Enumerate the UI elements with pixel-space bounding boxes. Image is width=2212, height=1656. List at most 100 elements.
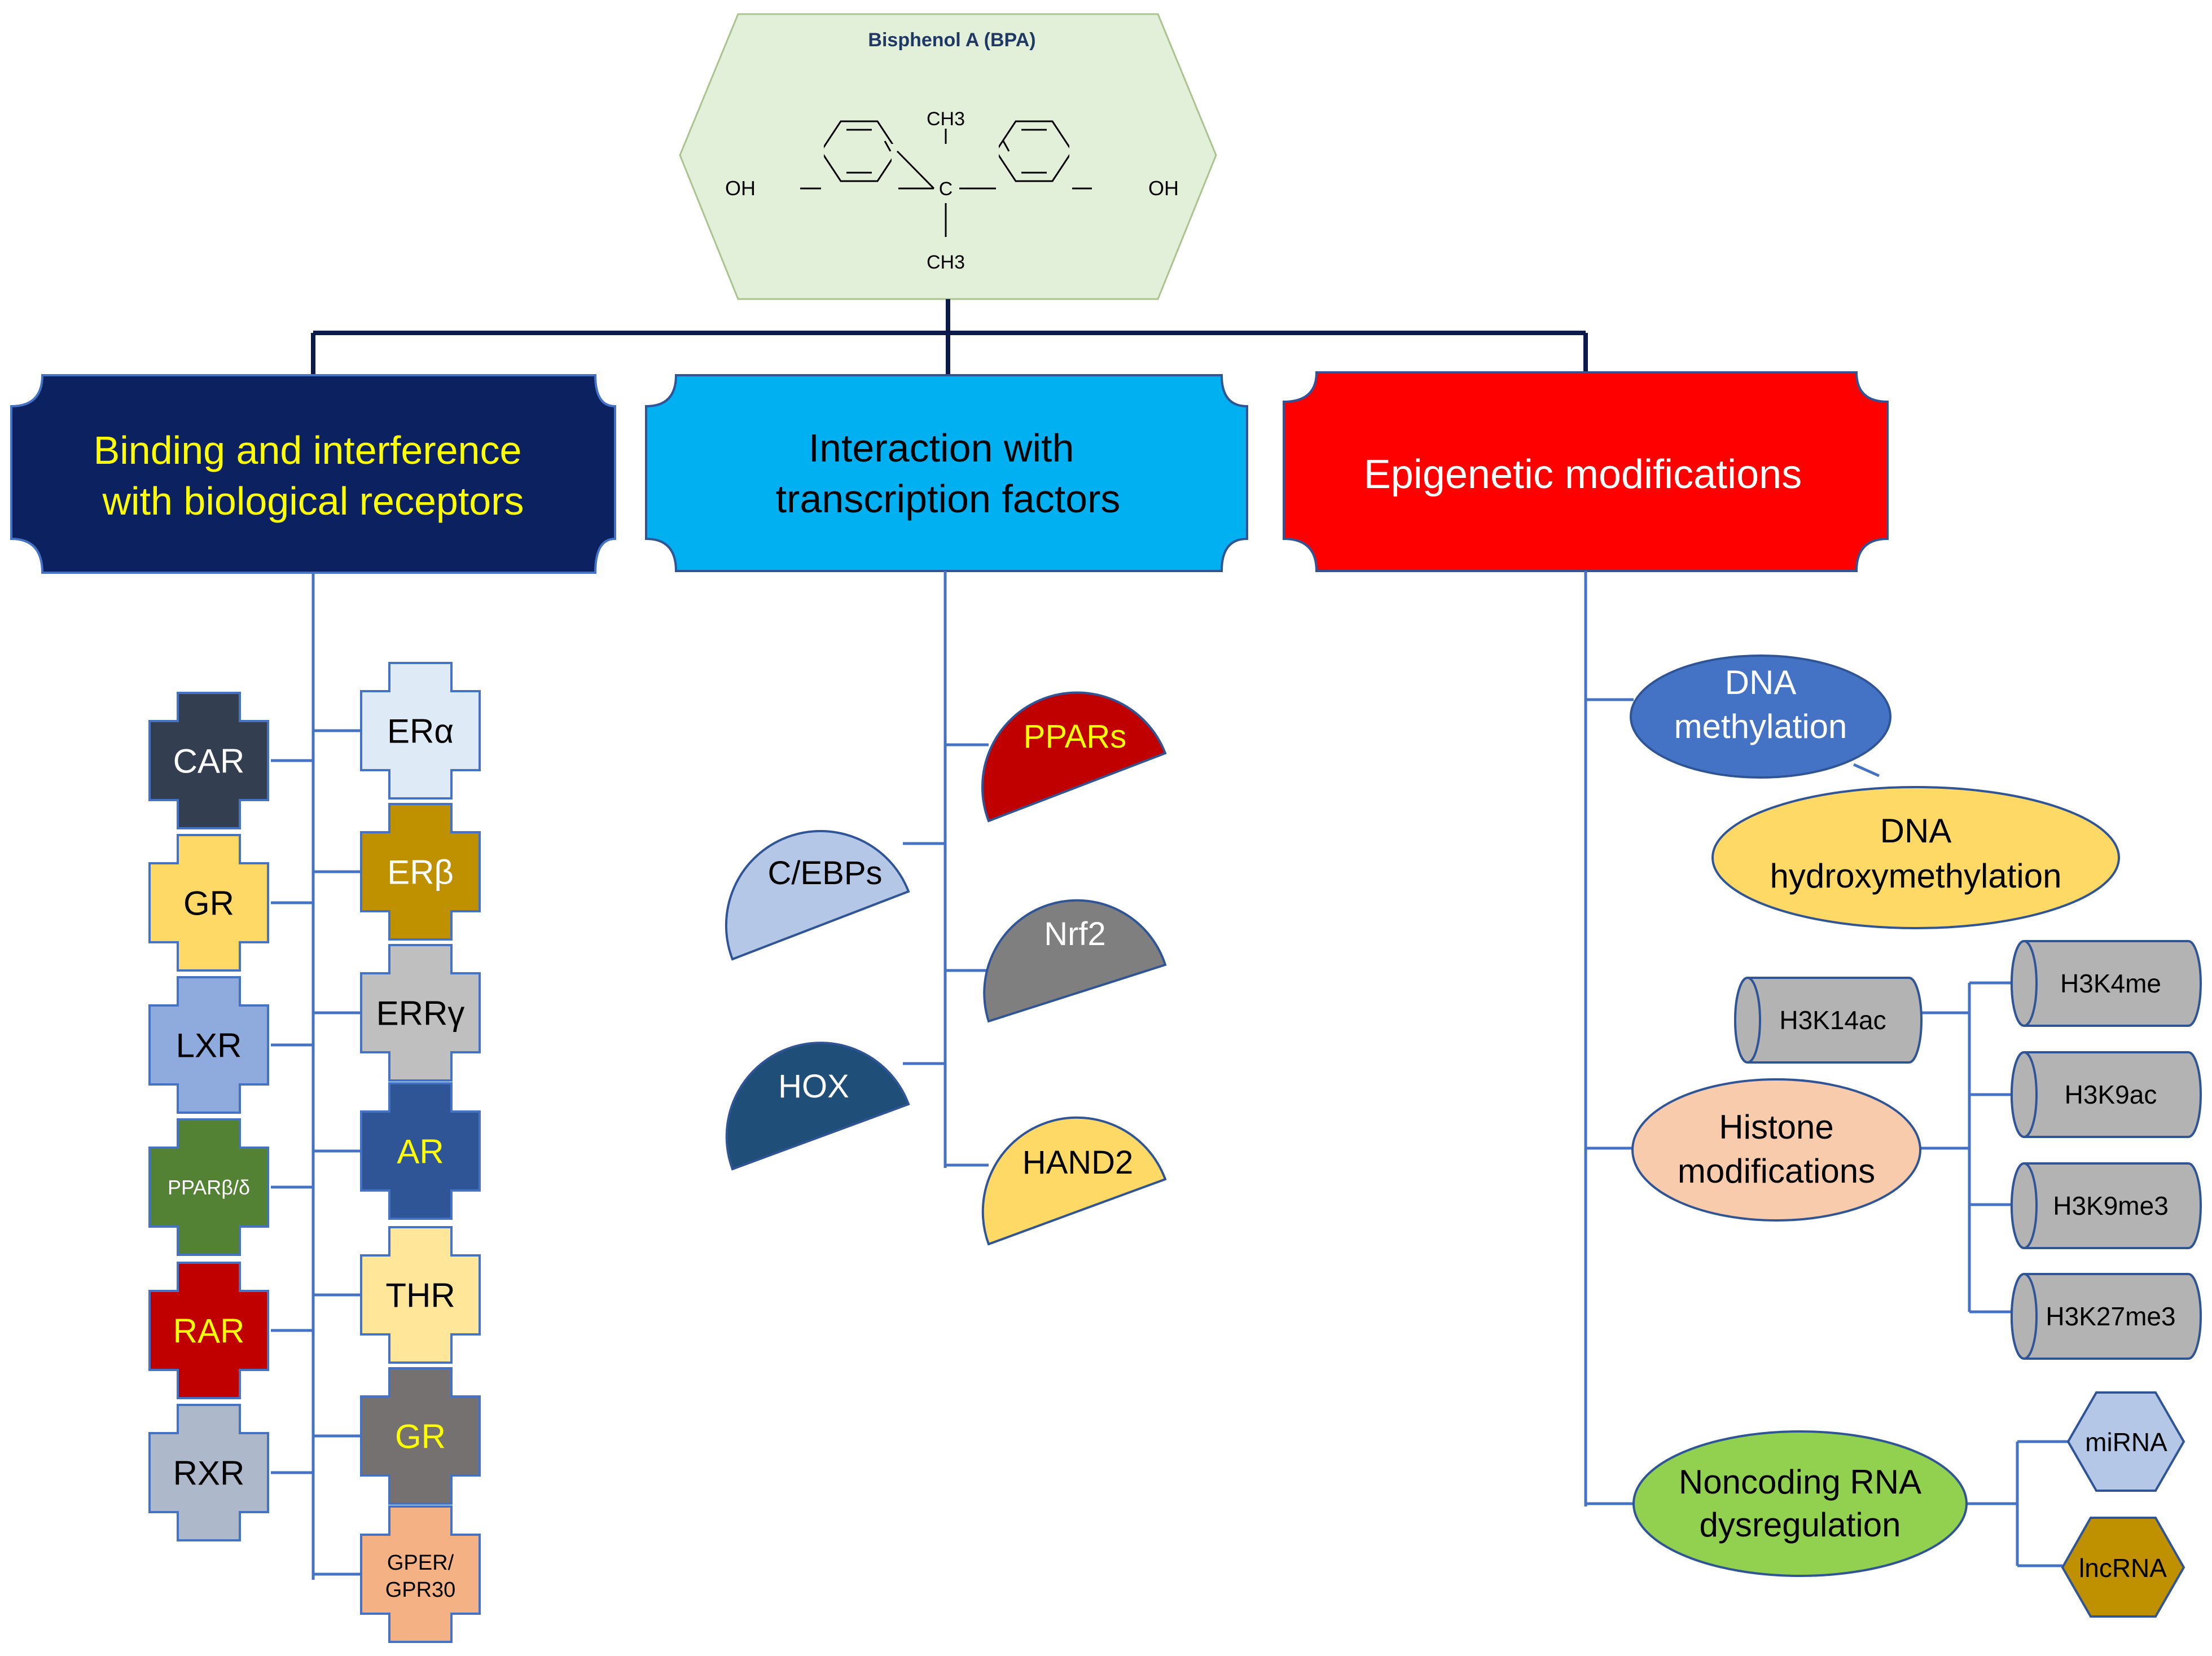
noncoding-line2: dysregulation xyxy=(1700,1506,1901,1544)
transcription-title-line2: transcription factors xyxy=(776,477,1121,521)
receptor-label: CAR xyxy=(173,743,245,780)
receptor-right-gr-5: GR xyxy=(360,1367,481,1505)
receptor-crosses: CARGRLXRPPARβ/δRARRXRERαERβERRγARTHRGRGP… xyxy=(148,662,481,1643)
transcription-box xyxy=(645,374,1248,572)
tf-hand2: HAND2 xyxy=(981,1117,1167,1246)
cylinder-cap xyxy=(2011,940,2038,1027)
lncrna-label: lncRNA xyxy=(2079,1553,2167,1583)
tf-shape xyxy=(725,830,910,961)
histone-line1: Histone xyxy=(1719,1108,1833,1146)
tf-hox: HOX xyxy=(725,1042,910,1171)
receptor-label: LXR xyxy=(176,1027,242,1065)
tf-label: C/EBPs xyxy=(767,855,882,891)
receptor-label: PPARβ/δ xyxy=(168,1176,250,1199)
top-connector xyxy=(311,299,1588,378)
histone-ellipse xyxy=(1631,1078,1921,1222)
cylinder-label: H3K27me3 xyxy=(2046,1302,2175,1331)
histone-mark-h3k27me3: H3K27me3 xyxy=(2011,1273,2202,1360)
epigenetic-box xyxy=(1283,371,1889,572)
gper-label-line1: GPER/ xyxy=(387,1551,454,1575)
dna-hydroxymethylation-ellipse xyxy=(1711,786,2120,929)
receptor-label: ERRγ xyxy=(376,995,465,1033)
receptor-cross-shape xyxy=(148,976,269,1114)
histone-line2: modifications xyxy=(1678,1152,1875,1190)
receptor-cross-shape xyxy=(360,1505,481,1643)
tf-label: Nrf2 xyxy=(1044,916,1106,952)
receptor-cross-shape xyxy=(360,803,481,941)
dna-hydroxymethylation-node: DNA hydroxymethylation xyxy=(1711,786,2120,929)
receptor-right-er-1: ERβ xyxy=(360,803,481,941)
receptor-left-lxr-2: LXR xyxy=(148,976,269,1114)
receptor-right-err-2: ERRγ xyxy=(360,944,481,1082)
receptor-left-rar-4: RAR xyxy=(148,1262,269,1399)
receptor-cross-shape xyxy=(148,692,269,829)
tf-shape xyxy=(983,899,1167,1023)
receptors-box xyxy=(10,374,616,574)
mirna-node: miRNA xyxy=(2066,1391,2185,1492)
receptors-title-line2: with biological receptors xyxy=(102,479,524,523)
receptor-label: GR xyxy=(183,885,234,923)
dna-hydroxymethylation-line1: DNA xyxy=(1880,812,1952,850)
tf-label: HOX xyxy=(778,1068,849,1105)
histone-mark-h3k14ac: H3K14ac xyxy=(1734,977,1923,1064)
tf-label: PPARs xyxy=(1024,718,1127,755)
histone-mark-h3k9ac: H3K9ac xyxy=(2011,1051,2202,1138)
dna-hydroxymethylation-line2: hydroxymethylation xyxy=(1770,857,2062,895)
lncrna-node: lncRNA xyxy=(2061,1517,2185,1618)
epigenetic-branch-lines xyxy=(1584,571,2068,1567)
receptor-label: ERβ xyxy=(387,854,454,891)
tf-shape xyxy=(981,691,1167,823)
receptor-cross-shape xyxy=(360,1082,481,1220)
dna-methylation-node: DNA methylation xyxy=(1630,655,1891,779)
noncoding-ellipse xyxy=(1632,1430,1968,1577)
tf-nrf2: Nrf2 xyxy=(983,899,1167,1023)
tf-cebps: C/EBPs xyxy=(725,830,910,961)
cylinder-label: H3K9ac xyxy=(2065,1080,2157,1109)
bpa-ch3-bottom: CH3 xyxy=(927,252,965,273)
bpa-oh-left: OH xyxy=(725,177,756,200)
tf-ppars: PPARs xyxy=(981,691,1167,823)
category-receptors: Binding and interference with biological… xyxy=(10,374,616,574)
dna-methylation-ellipse xyxy=(1630,655,1891,779)
cylinder-label: H3K9me3 xyxy=(2053,1191,2169,1220)
tf-label: HAND2 xyxy=(1022,1144,1134,1181)
receptors-title-line1: Binding and interference xyxy=(94,428,522,472)
receptor-left-gr-1: GR xyxy=(148,834,269,972)
lncrna-hexagon xyxy=(2061,1517,2185,1618)
cylinder-label: H3K14ac xyxy=(1779,1005,1886,1035)
receptor-cross-shape xyxy=(360,944,481,1082)
receptor-label: RXR xyxy=(173,1455,245,1492)
receptor-right-ar-3: AR xyxy=(360,1082,481,1220)
category-epigenetic: Epigenetic modifications xyxy=(1283,371,1889,572)
transcription-title-line1: Interaction with xyxy=(809,426,1074,470)
cylinder-cap xyxy=(2011,1051,2038,1138)
cylinder-cap xyxy=(2011,1162,2038,1249)
receptor-right-er-0: ERα xyxy=(360,662,481,800)
receptor-label: RAR xyxy=(173,1312,245,1350)
histone-mark-h3k4me: H3K4me xyxy=(2011,940,2202,1027)
bpa-ch3-top: CH3 xyxy=(927,108,965,130)
cylinder-label: H3K4me xyxy=(2060,969,2161,998)
receptor-branch-lines xyxy=(271,573,361,1580)
epigenetic-title: Epigenetic modifications xyxy=(1364,452,1802,497)
bpa-title: Bisphenol A (BPA) xyxy=(868,29,1035,51)
cylinder-cap xyxy=(2011,1273,2038,1360)
receptor-label: GR xyxy=(395,1418,446,1456)
receptor-cross-shape xyxy=(360,1367,481,1505)
histone-node: Histone modifications xyxy=(1631,1078,1921,1222)
receptor-cross-shape xyxy=(360,1226,481,1364)
receptor-label: ERα xyxy=(387,713,454,750)
gper-label-line2: GPR30 xyxy=(385,1578,456,1602)
cylinder-cap xyxy=(1734,977,1761,1064)
category-transcription: Interaction with transcription factors xyxy=(645,374,1248,572)
dna-methylation-line1: DNA xyxy=(1725,664,1797,701)
bpa-node: Bisphenol A (BPA) xyxy=(679,13,1217,300)
noncoding-line1: Noncoding RNA xyxy=(1679,1463,1921,1501)
mirna-label: miRNA xyxy=(2085,1427,2167,1457)
receptor-cross-shape xyxy=(148,834,269,972)
receptor-cross-shape xyxy=(360,662,481,800)
noncoding-node: Noncoding RNA dysregulation xyxy=(1632,1430,1968,1577)
